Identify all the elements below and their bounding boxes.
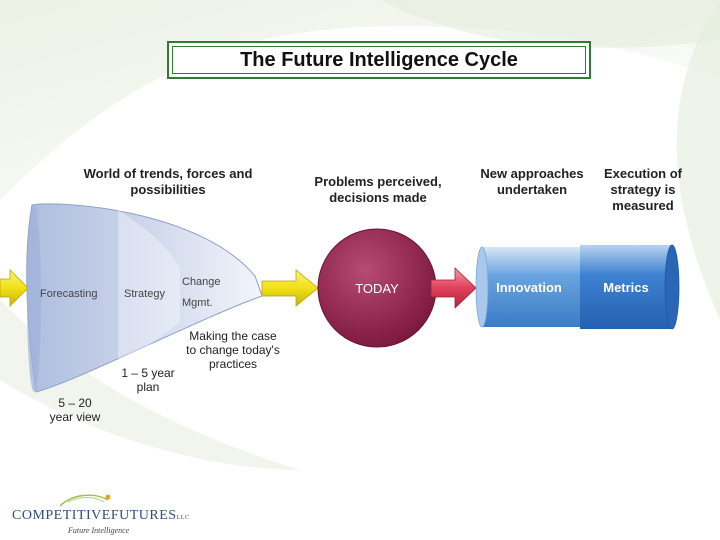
today-label: TODAY [355,281,399,296]
heading-world: World of trends, forces and possibilitie… [83,166,253,197]
metrics-label: Metrics [603,280,649,295]
stage-forecasting: Forecasting [40,288,98,300]
funnel-band [118,210,180,364]
company-logo [59,494,111,507]
stage-strategy: Strategy [124,288,165,300]
horizon-plan: 1 – 5 year plan [121,366,175,394]
logo-suffix: LLC [176,515,190,521]
page-title: The Future Intelligence Cycle [172,46,586,74]
stage-change-line2: Mgmt. [182,297,213,309]
metrics-cylinder [580,245,672,329]
metrics-cylinder-end [664,244,680,330]
horizon-long: 5 – 20 year view [49,396,101,424]
yellow-arrow-middle [261,269,319,307]
title-box: The Future Intelligence Cycle [167,41,591,79]
horizon-making-case: Making the case to change today's practi… [186,329,280,371]
funnel-mouth [27,204,41,392]
red-arrow [430,267,477,309]
heading-problems: Problems perceived, decisions made [314,174,442,205]
heading-execution: Execution of strategy is measured [603,166,682,213]
yellow-arrow-left [0,269,29,307]
stage-change-line1: Change [182,276,221,288]
logo-name-text: COMPETITIVEFUTURES [12,508,177,523]
innovation-label: Innovation [496,280,562,295]
innovation-cylinder-end [475,246,489,328]
logo-name: COMPETITIVEFUTURESLLC [12,508,189,524]
logo-tagline: Future Intelligence [68,526,130,535]
innovation-cylinder [482,247,582,327]
heading-new-approaches: New approaches undertaken [480,166,584,197]
